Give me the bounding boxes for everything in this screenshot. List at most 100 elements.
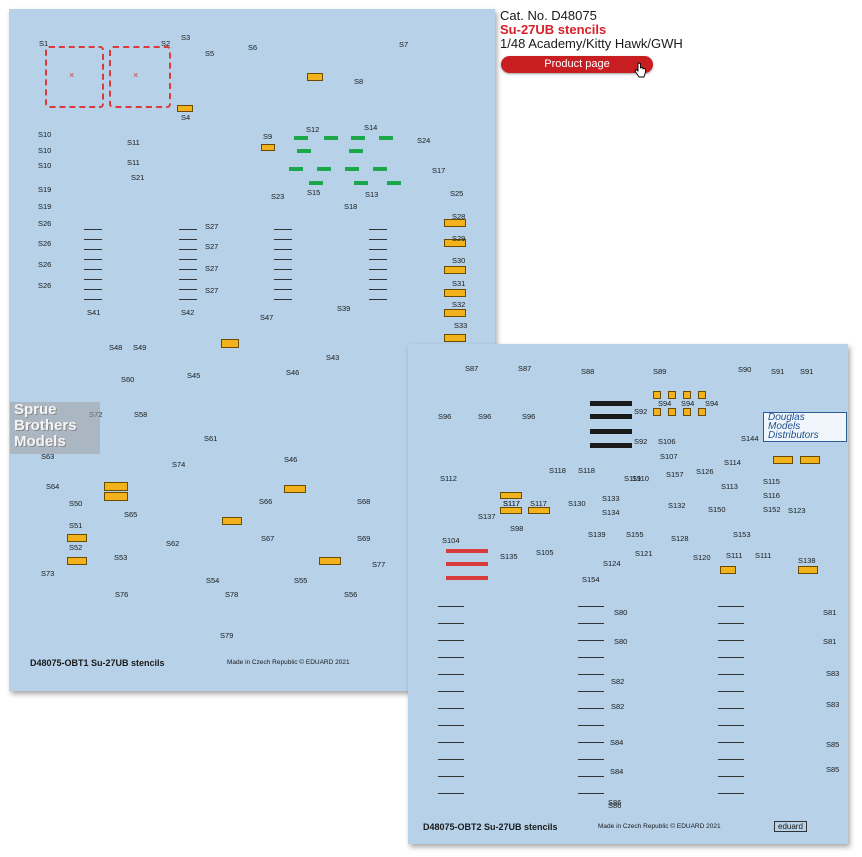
decal-number-label: S46 [286, 368, 300, 377]
small-stencil-line [578, 793, 604, 794]
decal-number-label: S119 [624, 474, 641, 483]
yellow-stencil [261, 144, 275, 151]
sheet2-code: D48075-OBT2 Su-27UB stencils [423, 822, 558, 832]
decal-number-label: S26 [38, 281, 52, 290]
decal-number-label: S121 [635, 549, 653, 558]
small-stencil-line [369, 259, 387, 260]
small-stencil-line [369, 289, 387, 290]
small-stencil-line [274, 289, 292, 290]
decal-number-label: S132 [668, 501, 686, 510]
canopy-panel-s2 [109, 46, 171, 108]
small-stencil-line [274, 259, 292, 260]
yellow-stencil [221, 339, 239, 348]
canopy-panel-s1 [45, 46, 104, 108]
small-stencil-line [578, 776, 604, 777]
decal-number-label: S24 [417, 136, 431, 145]
decal-number-label: S80 [614, 608, 628, 617]
green-stripe [289, 167, 303, 171]
decal-number-label: S19 [38, 185, 52, 194]
small-stencil-line [438, 623, 464, 624]
decal-number-label: S111 [755, 551, 772, 560]
yellow-stencil [698, 391, 706, 399]
decal-number-label: S58 [134, 410, 148, 419]
decal-number-label: S106 [658, 437, 676, 446]
small-stencil-line [179, 299, 197, 300]
small-stencil-line [438, 725, 464, 726]
decal-number-label: S27 [205, 242, 219, 251]
decal-number-label: S124 [603, 559, 621, 568]
decal-number-label: S39 [337, 304, 351, 313]
decal-number-label: S134 [602, 508, 620, 517]
yellow-stencil [222, 517, 242, 525]
small-stencil-line [578, 640, 604, 641]
panel-x-mark: × [69, 70, 75, 80]
decal-number-label: S115 [763, 477, 780, 486]
small-stencil-line [578, 691, 604, 692]
decal-number-label: S33 [454, 321, 468, 330]
decal-number-label: S150 [708, 505, 726, 514]
decal-number-label: S10 [38, 146, 52, 155]
small-stencil-line [578, 742, 604, 743]
hand-cursor-icon [634, 62, 646, 78]
product-subtitle: 1/48 Academy/Kitty Hawk/GWH [500, 36, 683, 51]
decal-number-label: S94 [658, 399, 672, 408]
decal-number-label: S152 [763, 505, 781, 514]
decal-number-label: S29 [452, 234, 466, 243]
small-stencil-line [369, 279, 387, 280]
yellow-stencil [444, 266, 466, 274]
decal-number-label: S89 [653, 367, 667, 376]
decal-number-label: S74 [172, 460, 186, 469]
small-stencil-line [179, 239, 197, 240]
decal-number-label: S96 [478, 412, 492, 421]
decal-number-label: S157 [666, 470, 684, 479]
decal-number-label: S116 [763, 491, 780, 500]
yellow-stencil [307, 73, 323, 81]
yellow-stencil [668, 391, 676, 399]
green-stripe [317, 167, 331, 171]
decal-number-label: S86 [608, 801, 622, 810]
small-stencil-line [438, 691, 464, 692]
yellow-stencil [444, 309, 466, 317]
decal-number-label: S27 [205, 286, 219, 295]
small-stencil-line [84, 279, 102, 280]
decal-number-label: S49 [133, 343, 147, 352]
decal-number-label: S77 [372, 560, 386, 569]
decal-number-label: S92 [634, 407, 648, 416]
decal-number-label: S13 [365, 190, 379, 199]
decal-number-label: S82 [611, 677, 625, 686]
product-page-button[interactable]: Product page [501, 56, 653, 73]
decal-sheet-2: D48075-OBT2 Su-27UB stencils Made in Cze… [408, 344, 848, 844]
decal-number-label: S82 [611, 702, 625, 711]
decal-number-label: S128 [671, 534, 689, 543]
decal-number-label: S3 [181, 33, 191, 42]
small-stencil-line [179, 259, 197, 260]
decal-number-label: S26 [38, 239, 52, 248]
decal-number-label: S85 [826, 765, 840, 774]
decal-number-label: S10 [38, 161, 52, 170]
small-stencil-line [84, 249, 102, 250]
decal-number-label: S45 [187, 371, 201, 380]
decal-number-label: S138 [798, 556, 816, 565]
decal-number-label: S154 [582, 575, 600, 584]
catalog-number: Cat. No. D48075 [500, 8, 597, 23]
decal-number-label: S118 [578, 466, 595, 475]
decal-number-label: S155 [626, 530, 644, 539]
decal-number-label: S86 [608, 798, 622, 807]
decal-number-label: S139 [588, 530, 606, 539]
decal-number-label: S10 [38, 130, 52, 139]
small-stencil-line [438, 742, 464, 743]
small-stencil-line [438, 708, 464, 709]
decal-number-label: S94 [705, 399, 719, 408]
yellow-stencil [67, 557, 87, 565]
decal-number-label: S133 [602, 494, 620, 503]
decal-number-label: S26 [38, 219, 52, 228]
decal-number-label: S80 [614, 637, 628, 646]
decal-number-label: S21 [131, 173, 145, 182]
decal-number-label: S51 [69, 521, 83, 530]
decal-number-label: S104 [442, 536, 460, 545]
yellow-stencil [528, 507, 550, 514]
small-stencil-line [578, 606, 604, 607]
yellow-stencil [798, 566, 818, 574]
yellow-stencil [444, 239, 466, 247]
decal-number-label: S79 [220, 631, 234, 640]
